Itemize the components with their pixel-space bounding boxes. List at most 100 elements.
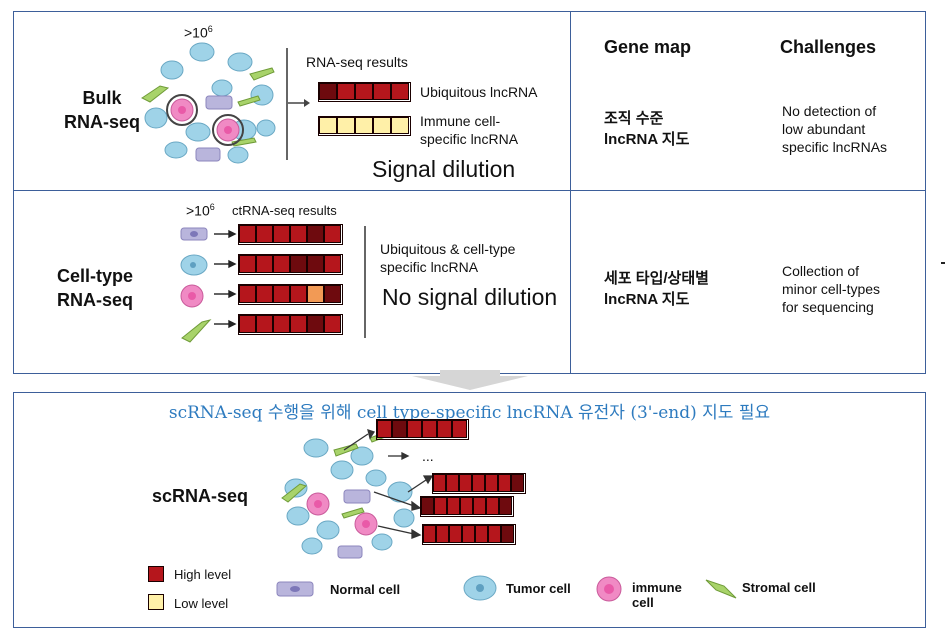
- sc_row4-cell: [436, 525, 449, 543]
- ct_row3-cell: [239, 285, 256, 303]
- ct_row4-cell: [273, 315, 290, 333]
- bulk_row2-cell: [373, 117, 391, 134]
- celltype-gene-map: 세포 타입/상태별 lncRNA 지도: [604, 268, 709, 310]
- celltype-gene-map-line2: lncRNA 지도: [604, 291, 690, 308]
- legend-low-swatch: [148, 594, 164, 610]
- bulk_row1-cell: [319, 83, 337, 100]
- bulk-gene-map-line1: 조직 수준: [604, 110, 664, 127]
- legend-high-label: High level: [174, 567, 232, 582]
- sc_row2-cell: [485, 474, 498, 492]
- legend-tumor-label: Tumor cell: [506, 581, 571, 596]
- celltype-cell-count-base: >10: [186, 202, 210, 219]
- legend-normal-label: Normal cell: [330, 582, 401, 597]
- ct_row1-cell: [239, 225, 256, 243]
- bulk-cell-count-exp: 6: [207, 24, 213, 34]
- bulk-row1-label: Ubiquitous lncRNA: [420, 84, 538, 100]
- celltype-bar-row1: [238, 224, 343, 245]
- ct_row4-cell: [239, 315, 256, 333]
- scrna-tissue-cluster: [281, 429, 434, 559]
- legend-stromal-icon: [705, 579, 737, 599]
- sc_row3-cell: [460, 497, 473, 515]
- ct_row1-cell: [273, 225, 290, 243]
- stromal-cells: [141, 67, 275, 147]
- celltype-challenge-line2: minor cell-types: [782, 281, 881, 297]
- celltype-cell-count: >106: [186, 202, 215, 219]
- scrna-bar-row1: [376, 419, 469, 440]
- celltype-bar-row3: [238, 284, 343, 305]
- tumor-cells: [144, 42, 276, 164]
- celltype-desc-line1: Ubiquitous & cell-type: [380, 241, 516, 257]
- sc_row2-cell: [433, 474, 446, 492]
- celltype-gene-map-line1: 세포 타입/상태별: [604, 270, 709, 287]
- bulk-challenge-line1: No detection of: [782, 103, 877, 119]
- sc_row3-cell: [421, 497, 434, 515]
- sc_row3-cell: [434, 497, 447, 515]
- sc_row1-cell: [392, 420, 407, 438]
- bulk-results-title: RNA-seq results: [306, 54, 408, 70]
- ct_row1-cell: [307, 225, 324, 243]
- scrna-bar-row4: [422, 524, 516, 545]
- bulk-gene-map-line2: lncRNA 지도: [604, 131, 690, 148]
- scrna-heading: scRNA-seq 수행을 위해 cell type-specific lncR…: [168, 403, 771, 423]
- scrna-bar-row2: [432, 473, 526, 494]
- sc_row3-cell: [486, 497, 499, 515]
- sc_row1-cell: [422, 420, 437, 438]
- bulk_row1-cell: [373, 83, 391, 100]
- scrna-bar-row3: [420, 496, 514, 517]
- sc_row4-cell: [488, 525, 501, 543]
- celltype-bar-row4: [238, 314, 343, 335]
- legend-high-swatch: [148, 566, 164, 582]
- bulk-arrow: [288, 99, 310, 107]
- celltype-tumor-icon: [180, 254, 208, 276]
- ct_row4-cell: [290, 315, 307, 333]
- challenges-header: Challenges: [780, 37, 877, 57]
- ct_row2-cell: [307, 255, 324, 273]
- ct_row4-cell: [324, 315, 341, 333]
- ct_row1-cell: [256, 225, 273, 243]
- celltype-stromal-icon: [181, 319, 212, 343]
- bulk_row2-cell: [391, 117, 409, 134]
- legend-immune-icon: [596, 576, 622, 602]
- sc_row1-cell: [377, 420, 392, 438]
- bulk-label-line1: Bulk: [82, 88, 122, 108]
- celltype-normal-icon: [180, 227, 208, 241]
- bulk-row2-label-line1: Immune cell-: [420, 113, 501, 129]
- ct_row3-cell: [256, 285, 273, 303]
- bulk-challenge-line3: specific lncRNAs: [782, 139, 888, 155]
- sc_row2-cell: [472, 474, 485, 492]
- celltype-arrows: [214, 229, 237, 329]
- celltype-desc: Ubiquitous & cell-type specific lncRNA: [380, 240, 515, 276]
- bulk-label: Bulk RNA-seq: [52, 86, 152, 134]
- bulk-gene-map: 조직 수준 lncRNA 지도: [604, 108, 689, 150]
- scrna-label: scRNA-seq: [152, 486, 249, 506]
- bulk-cell-count-base: >10: [184, 24, 208, 41]
- ct_row3-cell: [324, 285, 341, 303]
- bulk_row1-cell: [337, 83, 355, 100]
- legend-low-label: Low level: [174, 596, 229, 611]
- bulk-tissue-cluster: [141, 42, 276, 164]
- ct_row2-cell: [273, 255, 290, 273]
- celltype-cell-count-exp: 6: [209, 202, 215, 212]
- legend-immune-label-line2: cell: [632, 595, 654, 610]
- transition-arrow: [412, 370, 528, 390]
- immune-cells: [166, 94, 244, 146]
- sc_row3-cell: [447, 497, 460, 515]
- normal-cells: [195, 95, 233, 162]
- right-edge-mark: [941, 262, 945, 264]
- bulk-row2-label: Immune cell- specific lncRNA: [420, 112, 518, 148]
- ct_row2-cell: [256, 255, 273, 273]
- celltype-results-title: ctRNA-seq results: [232, 203, 337, 218]
- bulk-bar-row2: [318, 116, 411, 136]
- ct_row4-cell: [256, 315, 273, 333]
- legend-immune-label: immune cell: [632, 580, 682, 610]
- legend-immune-label-line1: immune: [632, 580, 682, 595]
- sc-arrows: [343, 429, 434, 539]
- sc_row2-cell: [498, 474, 511, 492]
- legend-stromal-label: Stromal cell: [742, 580, 816, 595]
- bulk-cell-count: >106: [184, 24, 213, 41]
- ct_row3-cell: [290, 285, 307, 303]
- celltype-label: Cell-type RNA-seq: [40, 264, 150, 312]
- ct_row1-cell: [290, 225, 307, 243]
- sc_row1-cell: [407, 420, 422, 438]
- celltype-challenge-line3: for sequencing: [782, 299, 874, 315]
